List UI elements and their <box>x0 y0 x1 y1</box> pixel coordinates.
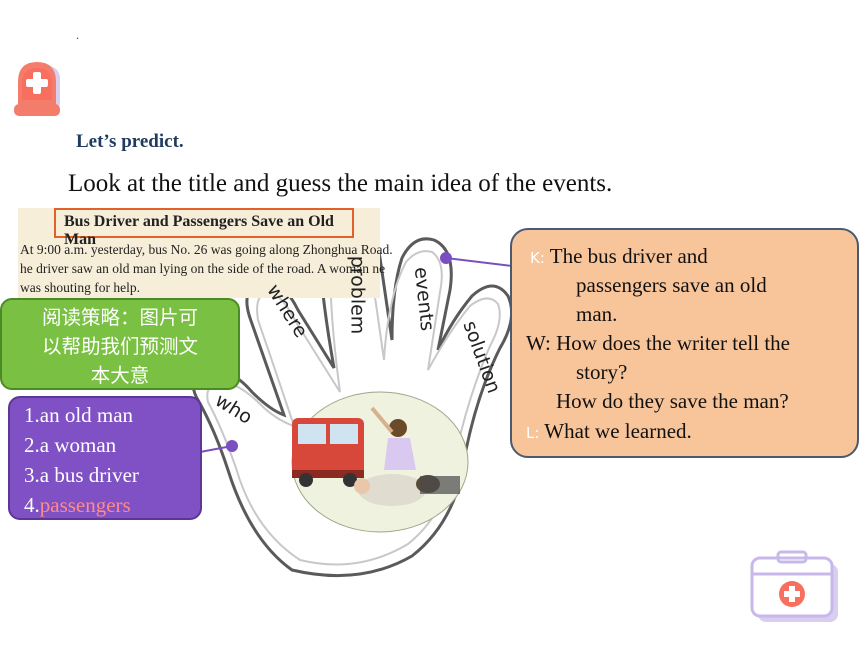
who-item-number: 4. <box>24 493 40 517</box>
kwl-l-line: L: What we learned. <box>526 417 692 448</box>
kwl-w-line: story? <box>576 360 628 384</box>
kwl-w-line: How do they save the man? <box>556 389 789 413</box>
article-title: Bus Driver and Passengers Save an Old Ma… <box>54 208 354 248</box>
finger-label-problem: problem <box>346 255 369 335</box>
strategy-line: 本大意 <box>90 364 150 387</box>
who-item: 4.passengers <box>24 490 200 520</box>
who-list-box: 1.an old man 2.a woman 3.a bus driver 4.… <box>8 396 202 520</box>
kwl-l-text: What we learned. <box>544 419 692 443</box>
medical-badge-icon <box>14 62 60 116</box>
instruction-text: Look at the title and guess the main ide… <box>68 170 613 197</box>
who-item: 1.an old man <box>24 403 134 427</box>
who-item: 3.a bus driver <box>24 463 139 487</box>
first-aid-kit-icon <box>750 550 838 622</box>
dot-mark: . <box>76 28 79 42</box>
kwl-box: K: The bus driver and passengers save an… <box>510 228 859 458</box>
section-title: Let’s predict. <box>76 131 184 152</box>
kwl-k-text: The bus driver and <box>549 244 708 268</box>
strategy-line: 以帮助我们预测文 <box>41 335 198 358</box>
reading-strategy-box: 阅读策略：图片可 以帮助我们预测文 本大意 <box>0 298 240 390</box>
kwl-k-line: K: The bus driver and <box>530 242 708 273</box>
kwl-k-line: man. <box>576 302 618 326</box>
article-line: At 9:00 a.m. yesterday, bus No. 26 was g… <box>20 242 393 257</box>
strategy-line: 阅读策略：图片可 <box>41 306 198 329</box>
who-item-highlight: passengers <box>39 493 131 517</box>
article-line: was shouting for help. <box>20 280 140 295</box>
kwl-k-line: passengers save an old <box>576 273 767 297</box>
kwl-w-line: W: How does the writer tell the <box>526 331 790 355</box>
article-snippet: Bus Driver and Passengers Save an Old Ma… <box>18 208 393 298</box>
who-item: 2.a woman <box>24 433 117 457</box>
kwl-k-letter: K: <box>530 249 545 267</box>
article-line: he driver saw an old man lying on the si… <box>20 261 386 276</box>
kwl-l-letter: L: <box>526 424 540 442</box>
